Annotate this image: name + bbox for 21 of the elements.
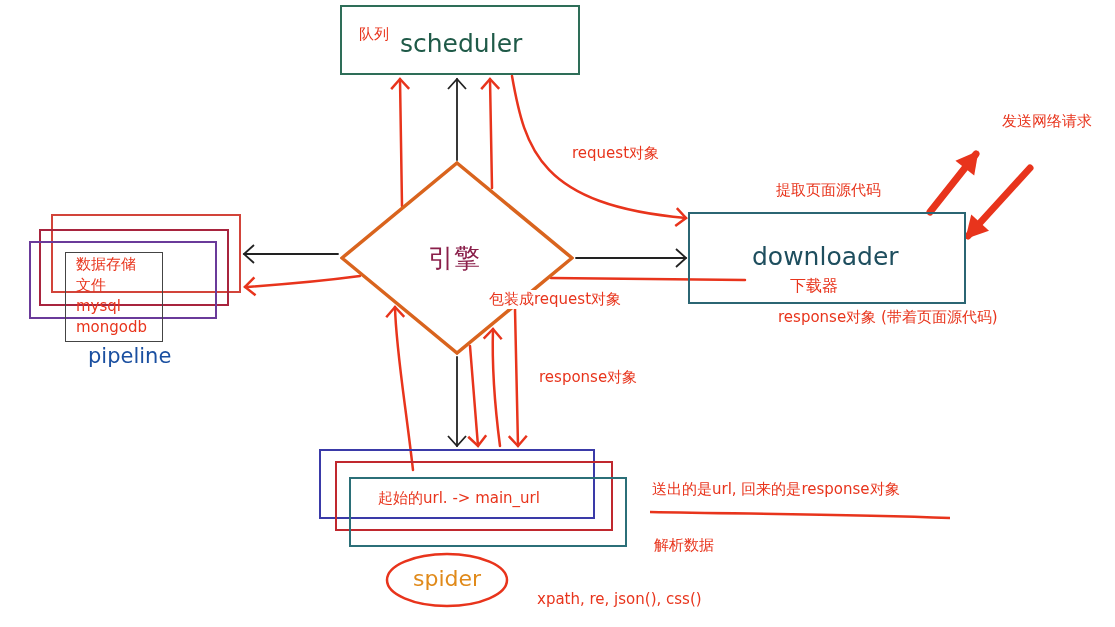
title-label: spider <box>413 566 482 591</box>
box-title: downloader <box>752 242 899 271</box>
edge-label: request对象 <box>570 143 662 164</box>
note-label: 送出的是url, 回来的是response对象 <box>650 480 902 499</box>
box-subtitle: 下载器 <box>790 276 838 297</box>
list-item: 数据存储 <box>76 255 136 274</box>
node-label: 起始的url. -> main_url <box>378 489 540 508</box>
edge-label: response对象 <box>537 367 640 388</box>
caption-label: response对象 (带着页面源代码) <box>778 308 998 327</box>
side-label: 队列 <box>359 25 389 44</box>
list-item: 文件 <box>76 276 106 295</box>
note-label: 包装成request对象 <box>487 290 624 309</box>
note-label: 解析数据 <box>652 536 716 555</box>
process-box <box>340 5 580 75</box>
note-label: xpath, re, json(), css() <box>535 590 704 608</box>
note-label: 发送网络请求 <box>1000 112 1094 131</box>
title-label: pipeline <box>88 344 172 368</box>
note-label: 提取页面源代码 <box>774 181 883 200</box>
box-title: scheduler <box>400 29 523 58</box>
list-item: mongodb <box>76 318 148 336</box>
node-label: 引擎 <box>428 242 480 275</box>
